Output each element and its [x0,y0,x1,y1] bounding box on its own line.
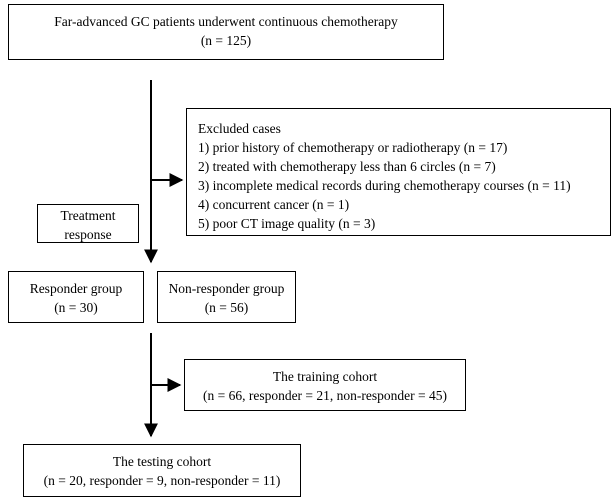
enrollment-count: (n = 125) [200,33,252,48]
enrollment-label: Far-advanced GC patients underwent conti… [54,14,398,29]
response-label: response [64,227,112,242]
nonresponder-group-box: Non-responder group (n = 56) [157,271,296,323]
excluded-item: 5) poor CT image quality (n = 3) [198,216,376,231]
treatment-label: Treatment [60,208,116,223]
excluded-item: 4) concurrent cancer (n = 1) [198,197,350,212]
excluded-item: 2) treated with chemotherapy less than 6… [198,159,496,174]
excluded-box: Excluded cases 1) prior history of chemo… [186,108,611,236]
testing-label: The testing cohort [112,454,212,469]
excluded-title: Excluded cases [198,121,281,136]
nonresponder-label: Non-responder group [168,281,285,296]
excluded-item: 3) incomplete medical records during che… [198,178,571,193]
enrollment-box: Far-advanced GC patients underwent conti… [8,4,444,60]
nonresponder-count: (n = 56) [204,300,249,315]
responder-count: (n = 30) [54,300,98,315]
testing-count: (n = 20, responder = 9, non-responder = … [43,473,281,488]
training-count: (n = 66, responder = 21, non-responder =… [202,388,448,403]
training-cohort-box: The training cohort (n = 66, responder =… [184,359,466,411]
responder-group-box: Responder group (n = 30) [8,271,144,323]
training-label: The training cohort [272,369,378,384]
excluded-item: 1) prior history of chemotherapy or radi… [198,140,508,155]
testing-cohort-box: The testing cohort (n = 20, responder = … [23,444,301,497]
treatment-response-box: Treatment response [37,204,139,243]
responder-label: Responder group [29,281,123,296]
